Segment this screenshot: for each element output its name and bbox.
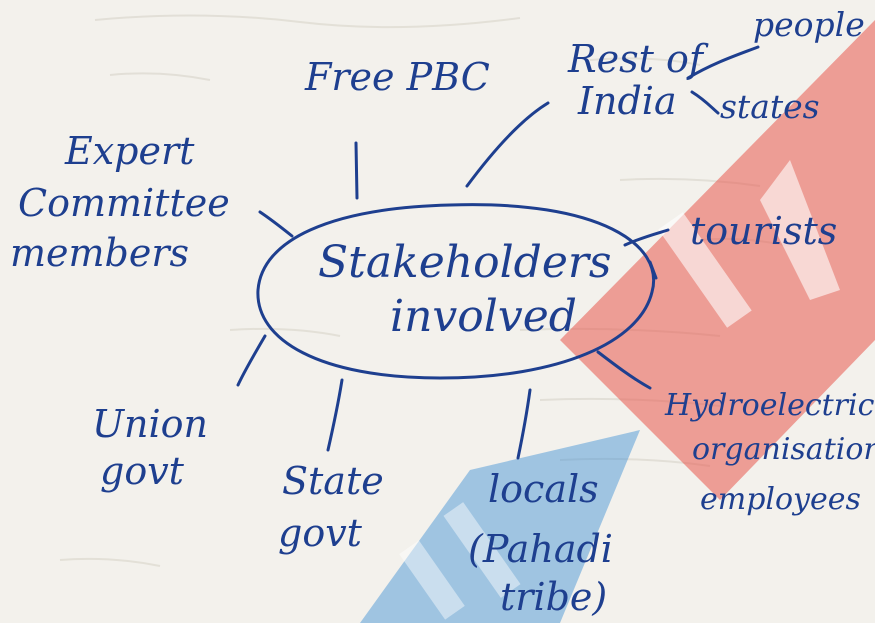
node-expert-line1: Expert (65, 129, 195, 173)
center-label-line2: involved (390, 291, 577, 342)
node-state-line2: govt (278, 511, 362, 555)
connector-expert (258, 210, 294, 238)
node-union-line2: govt (100, 449, 184, 493)
connector-free-pbc (354, 141, 359, 200)
connector-hydro (596, 350, 652, 390)
node-hydro-line3: employees (700, 482, 861, 517)
node-state-line1: State (282, 459, 384, 503)
connector-people (686, 45, 760, 80)
arrowhead-tourists (648, 260, 658, 280)
node-hydro-line1: Hydroelectric (665, 388, 875, 423)
center-ellipse (256, 203, 655, 380)
node-locals-line3: tribe) (500, 575, 608, 619)
connector-rest-of-india (465, 101, 550, 188)
node-people: people (753, 5, 865, 44)
node-states: states (720, 87, 820, 126)
center-label-line1: Stakeholders (318, 237, 612, 288)
connector-union (236, 334, 267, 387)
node-rest-of-india-line2: India (578, 79, 677, 123)
node-rest-of-india-line1: Rest of (568, 37, 703, 81)
node-hydro-line2: organisation (692, 432, 875, 467)
connector-locals (516, 388, 532, 460)
node-expert-line2: Committee (18, 181, 230, 225)
connector-tourists (623, 228, 670, 247)
connector-states (690, 90, 720, 115)
node-tourists: tourists (690, 209, 838, 253)
node-free-pbc: Free PBC (305, 55, 490, 99)
connector-state (326, 378, 344, 452)
node-locals-line1: locals (488, 467, 599, 511)
node-union-line1: Union (92, 402, 209, 446)
node-expert-line3: members (10, 231, 190, 275)
node-locals-line2: (Pahadi (468, 527, 613, 571)
watermark-blue-band (360, 430, 640, 623)
